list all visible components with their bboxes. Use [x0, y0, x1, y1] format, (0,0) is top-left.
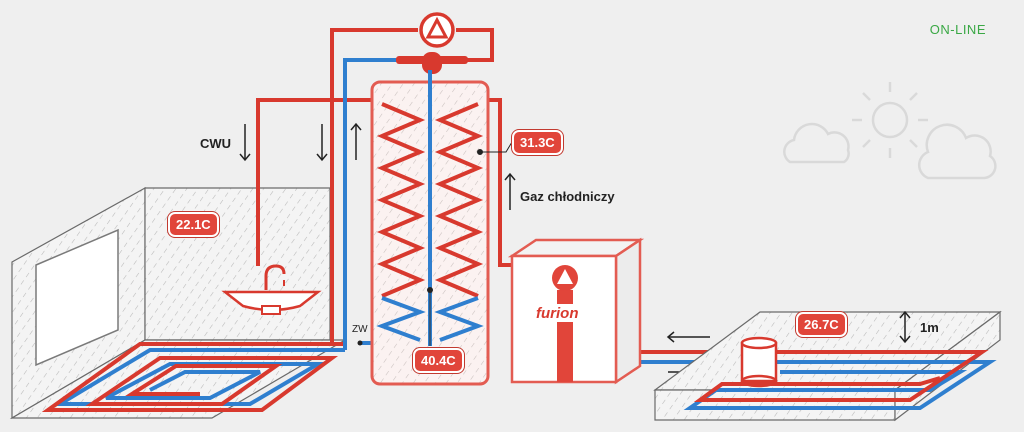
- depth-marker: [899, 310, 911, 344]
- pump-icon: [419, 12, 455, 48]
- window: [35, 228, 119, 367]
- tank-bottom-temp-badge: 40.4C: [413, 348, 464, 373]
- cwu-label: CWU: [200, 136, 232, 151]
- room-temp-badge: 22.1C: [168, 212, 219, 237]
- zw-inlet: [357, 340, 363, 346]
- zw-label: ZW: [352, 324, 368, 335]
- tap-icon: [264, 264, 286, 290]
- pipes: [256, 28, 745, 364]
- arrow-down-icon: [316, 124, 328, 162]
- heat-pump-unit: [507, 237, 645, 385]
- collector-manifold: [740, 336, 778, 388]
- ground-temp-badge: 26.7C: [796, 312, 847, 337]
- gas-label: Gaz chłodniczy: [520, 189, 615, 204]
- tank-top-temp-badge: 31.3C: [512, 130, 563, 155]
- manifold-cap: [422, 52, 442, 74]
- sink-icon: [221, 290, 322, 315]
- storage-tank: [370, 70, 490, 386]
- arrow-left-icon: [666, 331, 710, 343]
- cloud-icon: [918, 123, 997, 180]
- sun-icon: [852, 82, 928, 158]
- arrow-up-icon: [504, 172, 516, 210]
- arrow-up-icon: [350, 122, 362, 160]
- arrow-down-icon: [239, 124, 251, 162]
- brand-logo: furion: [536, 305, 579, 322]
- cloud-icon: [783, 122, 850, 164]
- status-online: ON-LINE: [929, 22, 986, 37]
- depth-label: 1m: [920, 320, 939, 335]
- floor-heating-left: [41, 342, 345, 412]
